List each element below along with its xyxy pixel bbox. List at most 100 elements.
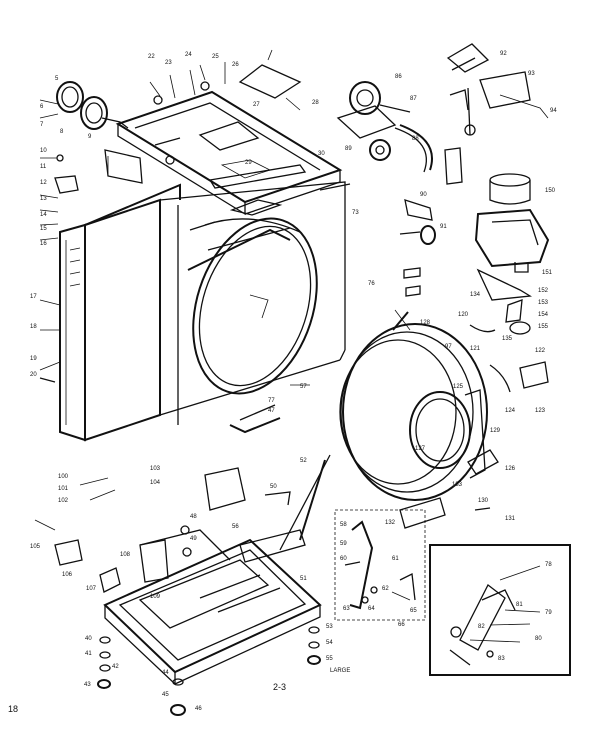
callout: 57 bbox=[300, 384, 307, 390]
callout: 87 bbox=[410, 96, 417, 102]
callout: 61 bbox=[392, 556, 399, 562]
callout: 126 bbox=[505, 466, 516, 472]
callout: 122 bbox=[535, 348, 546, 354]
callout: 104 bbox=[150, 480, 161, 486]
callout: 125 bbox=[453, 384, 464, 390]
callout: 101 bbox=[58, 486, 69, 492]
callout: 53 bbox=[326, 624, 333, 630]
callout: 47 bbox=[268, 408, 275, 414]
motor-assembly bbox=[336, 43, 549, 297]
callout: 42 bbox=[112, 664, 119, 670]
callout: 60 bbox=[340, 556, 347, 562]
callout: 131 bbox=[505, 516, 516, 522]
callout: 63 bbox=[343, 606, 350, 612]
callout: 27 bbox=[253, 102, 260, 108]
callout: 132 bbox=[385, 520, 396, 526]
callout: 93 bbox=[528, 71, 535, 77]
callout: 73 bbox=[352, 210, 359, 216]
callout: 128 bbox=[420, 320, 431, 326]
callout: 78 bbox=[545, 562, 552, 568]
callout: 5 bbox=[55, 76, 59, 82]
callout: 129 bbox=[490, 428, 501, 434]
callout: 134 bbox=[470, 292, 481, 298]
callout: 62 bbox=[382, 586, 389, 592]
callout: 24 bbox=[185, 52, 192, 58]
callout: 40 bbox=[85, 636, 92, 642]
callout: 44 bbox=[162, 670, 169, 676]
callout: 64 bbox=[368, 606, 375, 612]
callout: 124 bbox=[505, 408, 516, 414]
callout: 10 bbox=[40, 148, 47, 154]
corner-mark: 18 bbox=[8, 704, 18, 714]
callout: 41 bbox=[85, 651, 92, 657]
callout: 120 bbox=[458, 312, 469, 318]
callout: 79 bbox=[545, 610, 552, 616]
callout: 103 bbox=[150, 466, 161, 472]
callout: 16 bbox=[40, 241, 47, 247]
callout: 151 bbox=[542, 270, 553, 276]
callout: 82 bbox=[478, 624, 485, 630]
callout: 90 bbox=[420, 192, 427, 198]
callout: 55 bbox=[326, 656, 333, 662]
callout: 88 bbox=[412, 136, 419, 142]
callout: 66 bbox=[398, 622, 405, 628]
drum-assembly bbox=[187, 217, 318, 434]
callout: 133 bbox=[452, 482, 463, 488]
callout: 80 bbox=[535, 636, 542, 642]
callout: 30 bbox=[318, 151, 325, 157]
callout: 13 bbox=[40, 196, 47, 202]
page-marker: 2-3 bbox=[273, 682, 286, 692]
callout: 54 bbox=[326, 640, 333, 646]
callout: 46 bbox=[195, 706, 202, 712]
cabinet-top bbox=[115, 49, 343, 216]
callout: 19 bbox=[30, 356, 37, 362]
callout: 17 bbox=[30, 294, 37, 300]
callout: 25 bbox=[212, 54, 219, 60]
duct-assembly bbox=[469, 173, 550, 393]
callout: 107 bbox=[86, 586, 97, 592]
drawing-code: LARGE bbox=[330, 668, 350, 674]
callout: 152 bbox=[538, 288, 549, 294]
callout: 29 bbox=[245, 160, 252, 166]
callout: 106 bbox=[62, 572, 73, 578]
top-left-parts bbox=[39, 81, 143, 241]
callout: 109 bbox=[150, 594, 161, 600]
callout: 51 bbox=[300, 576, 307, 582]
callout-labels: 5 6 7 8 9 10 11 12 13 14 15 16 17 18 19 … bbox=[30, 51, 557, 712]
callout: 83 bbox=[498, 656, 505, 662]
motor-inset bbox=[334, 509, 426, 621]
callout: 153 bbox=[538, 300, 549, 306]
callout: 6 bbox=[40, 104, 44, 110]
callout: 49 bbox=[190, 536, 197, 542]
callout: 130 bbox=[478, 498, 489, 504]
callout: 59 bbox=[340, 541, 347, 547]
callout: 7 bbox=[40, 122, 44, 128]
callout: 127 bbox=[415, 446, 426, 452]
callout: 123 bbox=[535, 408, 546, 414]
callout: 92 bbox=[500, 51, 507, 57]
callout: 77 bbox=[268, 398, 275, 404]
front-bulkhead bbox=[339, 309, 499, 529]
callout: 108 bbox=[120, 552, 131, 558]
callout: 105 bbox=[30, 544, 41, 550]
callout: 50 bbox=[270, 484, 277, 490]
callout: 14 bbox=[40, 212, 47, 218]
callout: 23 bbox=[165, 60, 172, 66]
callout: 102 bbox=[58, 498, 69, 504]
callout: 135 bbox=[502, 336, 513, 342]
callout: 150 bbox=[545, 188, 556, 194]
callout: 11 bbox=[40, 164, 47, 170]
callout: 9 bbox=[88, 134, 92, 140]
callout: 48 bbox=[190, 514, 197, 520]
callout: 76 bbox=[368, 281, 375, 287]
callout: 65 bbox=[410, 608, 417, 614]
callout: 86 bbox=[395, 74, 402, 80]
callout: 43 bbox=[84, 682, 91, 688]
callout: 100 bbox=[58, 474, 69, 480]
callout: 94 bbox=[550, 108, 557, 114]
callout: 91 bbox=[440, 224, 447, 230]
callout: 20 bbox=[30, 372, 37, 378]
callout: 28 bbox=[312, 100, 319, 106]
callout: 52 bbox=[300, 458, 307, 464]
